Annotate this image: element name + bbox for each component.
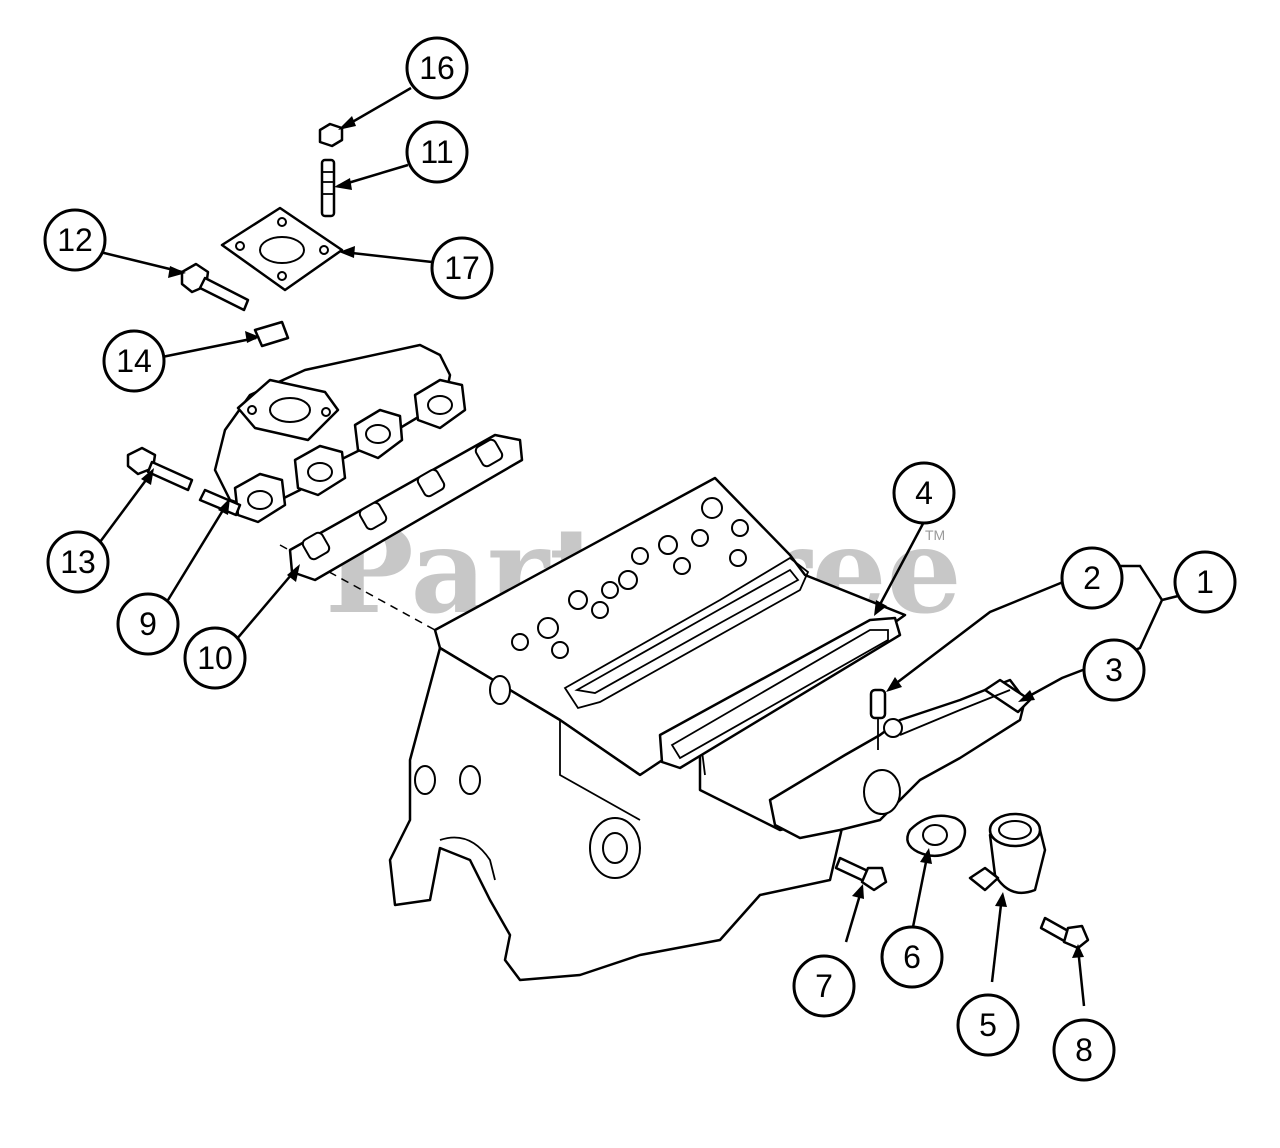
leader-lines bbox=[98, 86, 1179, 1007]
callout-8[interactable]: 8 bbox=[1052, 1018, 1116, 1082]
bolt-8-drawing bbox=[1039, 916, 1090, 950]
callout-9[interactable]: 9 bbox=[116, 592, 180, 656]
callout-14[interactable]: 14 bbox=[102, 329, 166, 393]
callout-6[interactable]: 6 bbox=[880, 925, 944, 989]
svg-text:16: 16 bbox=[419, 50, 455, 86]
svg-text:10: 10 bbox=[197, 640, 233, 676]
svg-text:14: 14 bbox=[116, 343, 152, 379]
watermark-tm: TM bbox=[925, 527, 945, 543]
callout-10[interactable]: 10 bbox=[183, 626, 247, 690]
svg-text:5: 5 bbox=[979, 1007, 997, 1043]
water-manifold-drawing bbox=[768, 678, 1032, 840]
svg-text:9: 9 bbox=[139, 606, 157, 642]
bolt-12-drawing bbox=[180, 262, 250, 312]
stud-drawing bbox=[320, 158, 336, 218]
callout-11[interactable]: 11 bbox=[405, 120, 469, 184]
svg-text:12: 12 bbox=[57, 222, 93, 258]
svg-text:13: 13 bbox=[60, 544, 96, 580]
svg-text:11: 11 bbox=[420, 134, 453, 170]
thermostat-gasket-drawing bbox=[906, 814, 967, 858]
callout-12[interactable]: 12 bbox=[43, 208, 107, 272]
svg-text:17: 17 bbox=[444, 250, 480, 286]
clip-drawing bbox=[253, 320, 290, 348]
callout-3[interactable]: 3 bbox=[1082, 638, 1146, 702]
svg-text:4: 4 bbox=[915, 475, 933, 511]
callout-16[interactable]: 16 bbox=[405, 36, 469, 100]
bolt-13-drawing bbox=[126, 446, 194, 492]
pin-drawing bbox=[869, 688, 887, 750]
svg-text:1: 1 bbox=[1196, 564, 1214, 600]
svg-text:3: 3 bbox=[1105, 652, 1123, 688]
nut-drawing bbox=[318, 122, 344, 148]
callout-17[interactable]: 17 bbox=[430, 236, 494, 300]
callout-2[interactable]: 2 bbox=[1060, 546, 1124, 610]
svg-text:7: 7 bbox=[815, 968, 833, 1004]
svg-text:6: 6 bbox=[903, 939, 921, 975]
callout-7[interactable]: 7 bbox=[792, 954, 856, 1018]
callout-1[interactable]: 1 bbox=[1173, 550, 1237, 614]
callout-5[interactable]: 5 bbox=[956, 993, 1020, 1057]
bolt-7-drawing bbox=[834, 856, 888, 892]
engine-block-drawing bbox=[279, 476, 907, 982]
svg-text:8: 8 bbox=[1075, 1032, 1093, 1068]
thermostat-housing-drawing bbox=[968, 812, 1047, 895]
callout-4[interactable]: 4 bbox=[892, 461, 956, 525]
callout-13[interactable]: 13 bbox=[46, 530, 110, 594]
svg-text:2: 2 bbox=[1083, 560, 1101, 596]
exhaust-manifold-drawing bbox=[198, 343, 467, 524]
flange-gasket-drawing bbox=[220, 206, 344, 292]
